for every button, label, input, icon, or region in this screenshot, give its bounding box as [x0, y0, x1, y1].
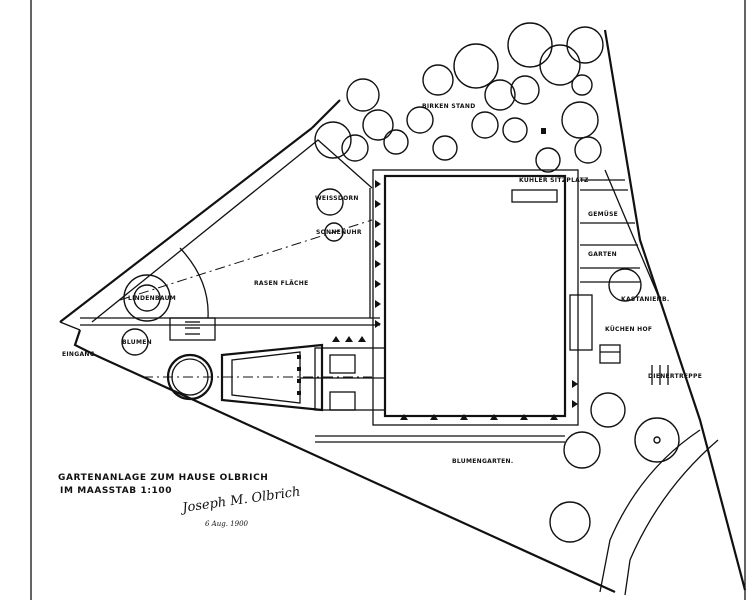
- label-lindenbaum: LINDENBAUM: [128, 295, 176, 302]
- label-blumengarten: BLUMENGARTEN.: [452, 458, 513, 465]
- vegetable-beds: [569, 179, 669, 385]
- label-garten: GARTEN: [588, 251, 617, 258]
- architect-signature: Joseph M. Olbrich: [178, 485, 301, 517]
- trees: [121, 22, 680, 543]
- label-blumen: BLUMEN: [122, 339, 152, 346]
- label-kastanienbaum: KASTANIENB.: [621, 296, 669, 303]
- label-kuehler-sitzplatz: KÜHLER SITZPLATZ: [519, 177, 589, 184]
- lawn-steps: [169, 317, 216, 341]
- label-birken-stand: BIRKEN STAND: [422, 103, 475, 110]
- label-rasenflaeche: RASEN FLÄCHE: [254, 280, 308, 287]
- label-dienertreppe: DIENERTREPPE: [648, 373, 702, 380]
- label-gemuese: GEMÜSE: [588, 211, 618, 218]
- flower-garden-strip: [315, 435, 565, 443]
- label-kuechenhof: KÜCHEN HOF: [605, 326, 652, 333]
- plan-title: GARTENANLAGE ZUM HAUSE OLBRICH: [58, 473, 268, 483]
- plan-scale: IM MAASSTAB 1:100: [60, 486, 172, 496]
- site-boundary: [59, 29, 747, 596]
- label-eingang: EINGANG: [62, 351, 95, 358]
- signature-date: 6 Aug. 1900: [205, 520, 249, 528]
- terrace: [143, 343, 386, 412]
- label-sonnenuhr: SONNENUHR: [316, 229, 362, 236]
- house-footprint: [332, 169, 579, 426]
- label-tree-upper: WEISSDORN: [315, 195, 359, 202]
- lawn-area: [80, 188, 380, 326]
